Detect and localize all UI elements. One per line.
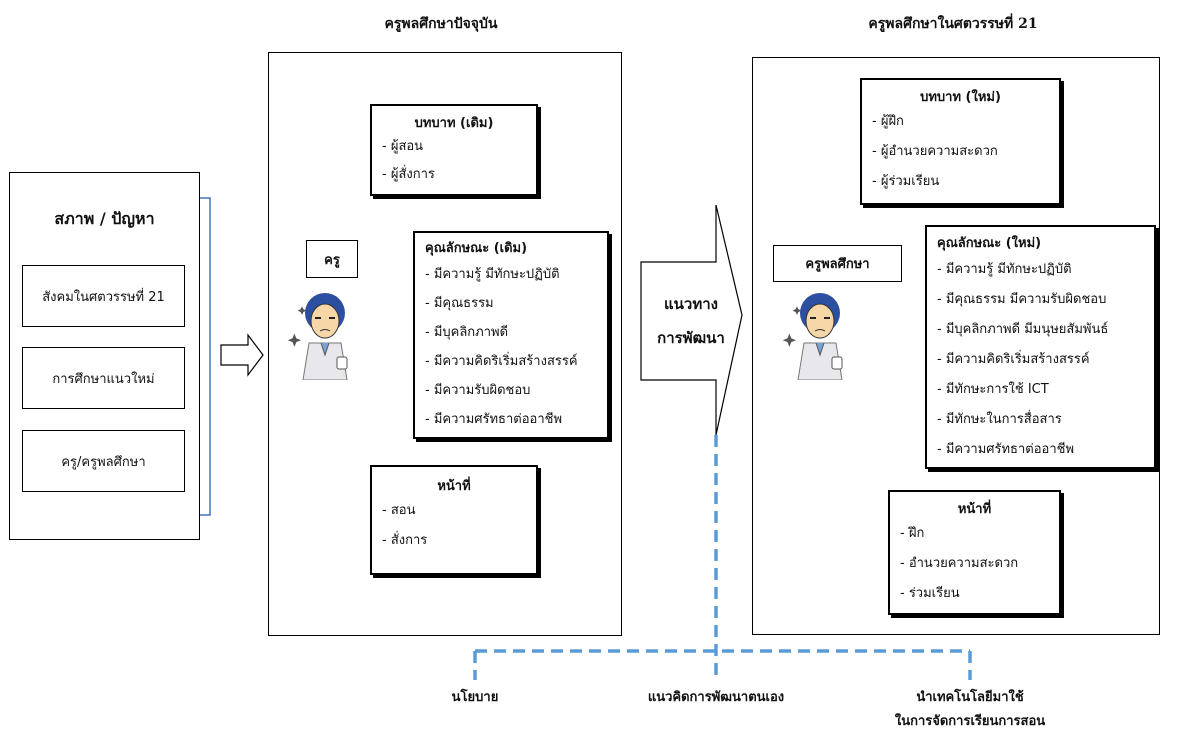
condition-item: การศึกษาแนวใหม่ (22, 347, 185, 409)
self-development-label: แนวคิดการพัฒนาตนเอง (647, 690, 785, 705)
future-duty-box: หน้าที่ - ฝึก - อำนวยความสะดวก - ร่วมเรี… (888, 490, 1061, 615)
technology-label-line2: ในการจัดการเรียนการสอน (894, 714, 1046, 729)
condition-item: ครู/ครูพลศึกษา (22, 430, 185, 492)
list-item: - สั่งการ (382, 533, 428, 548)
development-line-2: การพัฒนา (657, 329, 725, 347)
list-item: - สอน (382, 503, 416, 518)
list-item: - ผู้ฝึก (872, 114, 904, 129)
list-item: - ผู้ร่วมเรียน (872, 174, 940, 189)
future-role-title: บทบาท (ใหม่) (920, 90, 1001, 105)
left-bracket (200, 197, 211, 516)
current-duty-title: หน้าที่ (437, 479, 471, 494)
policy-label: นโยบาย (451, 690, 499, 705)
list-item: - มีความศรัทธาต่ออาชีพ (937, 442, 1075, 457)
technology-label-line1: นำเทคโนโลยีมาใช้ (916, 690, 1024, 705)
future-traits-box: คุณลักษณะ (ใหม่) - มีความรู้ มีทักษะปฏิบ… (925, 225, 1156, 469)
list-item: - มีคุณธรรม (425, 296, 494, 311)
list-item: - มีทักษะการใช้ ICT (937, 382, 1049, 397)
list-item: - มีความรู้ มีทักษะปฏิบัติ (937, 262, 1072, 277)
future-teacher-label: ครูพลศึกษา (773, 245, 902, 282)
current-header: ครูพลศึกษาปัจจุบัน (384, 16, 498, 32)
list-item: - มีบุคลิกภาพดี (425, 325, 509, 340)
list-item: - ผู้อำนวยความสะดวก (872, 144, 998, 159)
list-item: - มีความคิดริเริ่มสร้างสรรค์ (425, 354, 578, 369)
list-item: - ฝึก (900, 526, 925, 541)
list-item: - มีความรับผิดชอบ (425, 383, 531, 398)
list-item: - มีคุณธรรม มีความรับผิดชอบ (937, 292, 1107, 307)
future-traits-title: คุณลักษณะ (ใหม่) (937, 236, 1042, 251)
block-arrow-left (220, 333, 264, 377)
list-item: - ผู้สอน (382, 139, 424, 154)
condition-item: สังคมในศตวรรษที่ 21 (22, 265, 185, 327)
future-role-box: บทบาท (ใหม่) - ผู้ฝึก - ผู้อำนวยความสะดว… (860, 78, 1061, 205)
teacher-illustration (287, 285, 357, 381)
current-duty-box: หน้าที่ - สอน - สั่งการ (370, 465, 538, 575)
list-item: - อำนวยความสะดวก (900, 556, 1019, 571)
list-item: - ผู้สั่งการ (382, 167, 435, 182)
future-duty-title: หน้าที่ (957, 502, 992, 517)
list-item: - มีความศรัทธาต่ออาชีพ (425, 412, 563, 427)
list-item: - มีความคิดริเริ่มสร้างสรรค์ (937, 352, 1090, 367)
list-item: - มีบุคลิกภาพดี มีมนุษยสัมพันธ์ (937, 322, 1109, 337)
current-traits-title: คุณลักษณะ (เดิม) (425, 241, 528, 256)
list-item: - ร่วมเรียน (900, 586, 960, 601)
list-item: - มีทักษะในการสื่อสาร (937, 412, 1062, 427)
development-line-1: แนวทาง (664, 295, 718, 313)
list-item: - มีความรู้ มีทักษะปฏิบัติ (425, 267, 560, 282)
condition-title: สภาพ / ปัญหา (54, 209, 155, 228)
teacher-illustration (782, 285, 852, 381)
condition-panel: สภาพ / ปัญหา สังคมในศตวรรษที่ 21 การศึกษ… (9, 172, 200, 540)
current-traits-box: คุณลักษณะ (เดิม) - มีความรู้ มีทักษะปฏิบ… (413, 231, 609, 439)
current-role-box: บทบาท (เดิม) - ผู้สอน - ผู้สั่งการ (370, 104, 538, 196)
development-arrow (640, 204, 743, 436)
current-teacher-label: ครู (306, 240, 358, 278)
dashed-bracket (473, 435, 972, 680)
current-role-title: บทบาท (เดิม) (414, 116, 494, 131)
future-header: ครูพลศึกษาในศตวรรษที่ 21 (868, 16, 1038, 32)
